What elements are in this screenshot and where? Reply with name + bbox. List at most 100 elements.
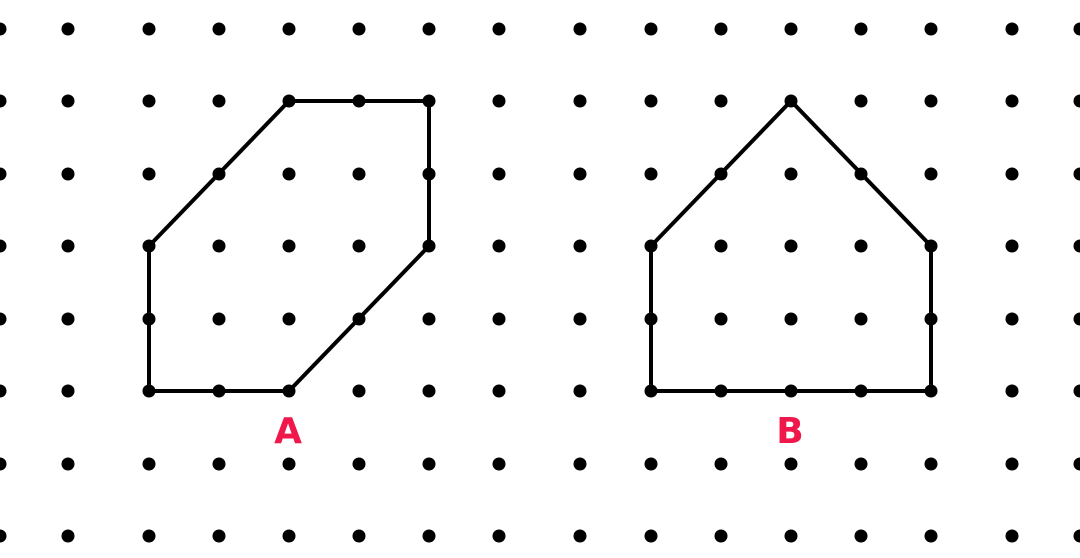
- grid-dot: [422, 457, 436, 471]
- grid-dot: [1005, 312, 1019, 326]
- grid-dot: [1005, 529, 1019, 543]
- grid-dot: [644, 167, 658, 181]
- grid-dot: [1005, 384, 1019, 398]
- grid-dot: [282, 457, 296, 471]
- grid-dot: [1073, 457, 1080, 471]
- grid-dot: [1073, 167, 1080, 181]
- grid-dot: [282, 529, 296, 543]
- grid-dot: [61, 167, 75, 181]
- grid-dot: [1005, 94, 1019, 108]
- grid-dot: [573, 312, 587, 326]
- shape-a-label: A: [274, 411, 302, 452]
- grid-dot: [784, 167, 798, 181]
- grid-dot: [61, 312, 75, 326]
- grid-dot: [0, 22, 7, 36]
- grid-dot: [492, 529, 506, 543]
- shape-b-label: B: [776, 411, 803, 452]
- shape-b-outline: [649, 98, 933, 393]
- grid-dot: [573, 384, 587, 398]
- grid-dot: [61, 457, 75, 471]
- grid-dot: [0, 167, 7, 181]
- grid-dot: [0, 457, 7, 471]
- grid-dot: [714, 529, 728, 543]
- grid-dot: [282, 239, 296, 253]
- grid-dot: [352, 239, 366, 253]
- grid-dot: [492, 22, 506, 36]
- grid-dot: [854, 312, 868, 326]
- grid-dot: [924, 529, 938, 543]
- grid-dot: [784, 239, 798, 253]
- grid-dot: [212, 312, 226, 326]
- grid-dot: [1005, 22, 1019, 36]
- grid-dot: [61, 239, 75, 253]
- grid-dot: [714, 94, 728, 108]
- grid-dot: [0, 529, 7, 543]
- grid-dot: [714, 22, 728, 36]
- grid-dot: [573, 22, 587, 36]
- grid-dot: [1005, 457, 1019, 471]
- grid-dot: [644, 457, 658, 471]
- grid-dot: [784, 312, 798, 326]
- grid-dot: [352, 22, 366, 36]
- grid-dot: [573, 167, 587, 181]
- grid-dot: [784, 529, 798, 543]
- grid-dot: [573, 94, 587, 108]
- grid-dot: [422, 312, 436, 326]
- grid-dot: [1073, 384, 1080, 398]
- grid-dot: [212, 239, 226, 253]
- grid-dot: [422, 529, 436, 543]
- grid-dot: [714, 312, 728, 326]
- grid-dot: [492, 239, 506, 253]
- grid-dot: [1005, 167, 1019, 181]
- grid-dot: [492, 167, 506, 181]
- grid-dot: [422, 384, 436, 398]
- grid-dot: [0, 239, 7, 253]
- grid-dot: [784, 457, 798, 471]
- grid-dot: [924, 457, 938, 471]
- grid-dot: [142, 529, 156, 543]
- grid-dot: [61, 94, 75, 108]
- grid-dot: [924, 22, 938, 36]
- grid-dot: [854, 239, 868, 253]
- grid-dot: [924, 94, 938, 108]
- grid-dot: [212, 22, 226, 36]
- grid-dot: [142, 457, 156, 471]
- grid-dot: [644, 94, 658, 108]
- grid-dot: [573, 529, 587, 543]
- grid-dot: [714, 457, 728, 471]
- grid-dot: [352, 167, 366, 181]
- grid-dot: [854, 22, 868, 36]
- grid-dot: [0, 312, 7, 326]
- grid-dot: [492, 457, 506, 471]
- grid-dot: [0, 384, 7, 398]
- grid-dot: [142, 94, 156, 108]
- grid-dot: [573, 239, 587, 253]
- grid-dot: [854, 457, 868, 471]
- grid-dot: [212, 529, 226, 543]
- grid-dot: [854, 529, 868, 543]
- grid-dot: [573, 457, 587, 471]
- grid-dot: [1073, 529, 1080, 543]
- grid-dot: [714, 239, 728, 253]
- grid-dot: [61, 529, 75, 543]
- grid-dot: [1073, 239, 1080, 253]
- grid-dot: [212, 457, 226, 471]
- grid-dot: [61, 384, 75, 398]
- grid-dot: [1073, 312, 1080, 326]
- grid-dot: [282, 312, 296, 326]
- grid-dot: [142, 22, 156, 36]
- grid-dot: [61, 22, 75, 36]
- grid-dot: [1073, 22, 1080, 36]
- grid-dot: [282, 22, 296, 36]
- grid-dot: [854, 94, 868, 108]
- grid-dot: [924, 167, 938, 181]
- grid-dot: [492, 94, 506, 108]
- grid-dot: [1005, 239, 1019, 253]
- grid-dot: [784, 22, 798, 36]
- grid-dot: [352, 384, 366, 398]
- grid-dot: [352, 457, 366, 471]
- grid-dot: [282, 167, 296, 181]
- grid-dot: [142, 167, 156, 181]
- grid-dot: [644, 529, 658, 543]
